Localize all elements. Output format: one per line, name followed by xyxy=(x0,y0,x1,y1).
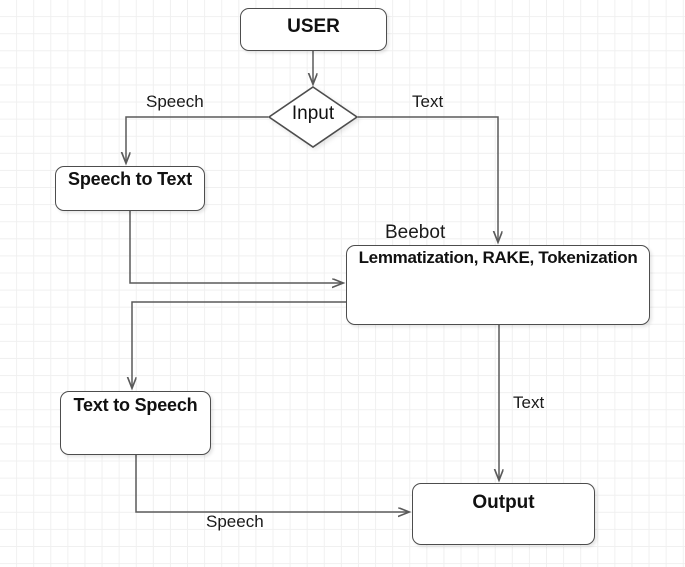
edge-beebot-to-tts xyxy=(132,301,346,388)
diamond-shape xyxy=(267,86,359,148)
edge-label-speech-output: Speech xyxy=(206,512,264,531)
edge-label-text-output: Text xyxy=(513,393,545,412)
node-output[interactable]: Output xyxy=(412,483,595,545)
node-text-to-speech[interactable]: Text to Speech xyxy=(60,391,211,455)
node-input-label: Input xyxy=(291,103,335,124)
node-beebot-label: Lemmatization, RAKE, Tokenization xyxy=(358,248,638,267)
group-label-beebot: Beebot xyxy=(385,222,446,243)
edge-label-speech-input: Speech xyxy=(146,92,204,111)
node-speech-to-text-label: Speech to Text xyxy=(68,169,192,189)
node-input-decision[interactable]: Input xyxy=(267,86,359,148)
node-user-label: USER xyxy=(287,16,340,37)
edge-label-text-input: Text xyxy=(412,92,444,111)
node-user[interactable]: USER xyxy=(240,8,387,51)
node-output-label: Output xyxy=(472,492,535,513)
edge-stt-to-beebot xyxy=(129,211,343,283)
edge-tts-to-output xyxy=(135,455,409,512)
node-beebot-processing[interactable]: Lemmatization, RAKE, Tokenization xyxy=(346,245,650,325)
node-speech-to-text[interactable]: Speech to Text xyxy=(55,166,205,211)
node-text-to-speech-label: Text to Speech xyxy=(73,395,198,415)
edge-input-to-stt xyxy=(126,116,268,163)
